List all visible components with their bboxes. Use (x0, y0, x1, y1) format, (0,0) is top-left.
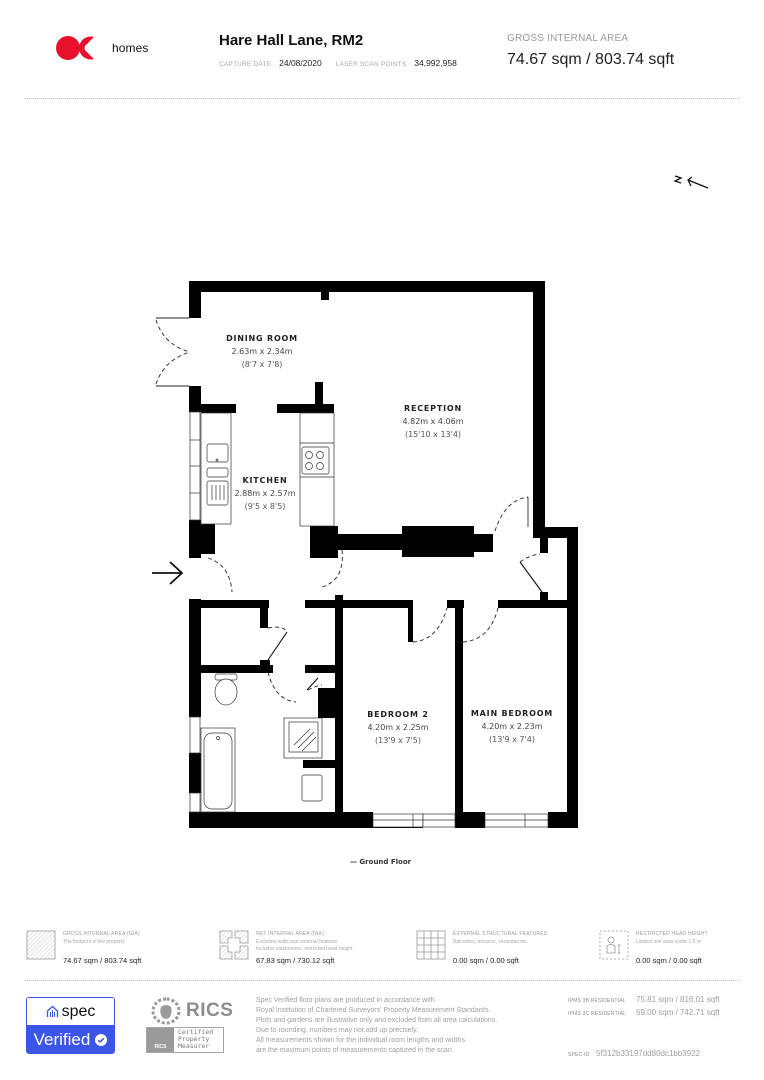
legend-value: 0.00 sqm / 0.00 sqft (453, 956, 519, 965)
capture-date-value: 24/08/2020 (279, 58, 322, 68)
spec-id: SPEC ID 5f312b33197dd80dc1bb3922 (568, 1049, 700, 1058)
spec-wordmark: spec (61, 1002, 96, 1020)
disclaimer-line: Spec Verified floor plans are produced i… (256, 997, 435, 1004)
grid-icon (416, 930, 446, 960)
disclaimer-line: Due to rounding, numbers may not add up … (256, 1027, 419, 1034)
kitchen-fixtures (200, 412, 335, 527)
room-main-bedroom: MAIN BEDROOM 4.20m x 2.23m (13'9 x 7'4) (471, 709, 553, 744)
spec-id-label: SPEC ID (568, 1052, 590, 1058)
property-address: Hare Hall Lane, RM2 (219, 32, 364, 49)
room-kitchen: KITCHEN 2.88m x 2.57m (9'5 x 8'5) (234, 476, 295, 511)
room-bedroom-2: BEDROOM 2 4.20m x 2.25m (13'9 x 7'5) (367, 710, 428, 745)
ipms-value: 69.00 sqm / 742.71 sqft (636, 1008, 720, 1017)
legend-title: NET INTERNAL AREA (NIA) (256, 931, 324, 937)
rics-wordmark: RICS (186, 1000, 234, 1021)
svg-text:KITCHEN: KITCHEN (243, 476, 288, 485)
room-dining: DINING ROOM 2.63m x 2.34m (8'7 x 7'8) (226, 334, 298, 369)
windows (189, 411, 549, 828)
disclaimer-text: Spec Verified floor plans are produced i… (256, 996, 497, 1056)
check-circle-icon (95, 1034, 108, 1046)
verified-label: Verified (33, 1030, 91, 1049)
spec-house-icon (46, 1005, 58, 1017)
svg-text:(13'9 x 7'4): (13'9 x 7'4) (489, 735, 535, 744)
legend-desc: Limited use area under 1.5 m (636, 939, 702, 945)
legend-desc: Includes washrooms, restricted head heig… (256, 945, 353, 952)
gia-value: 74.67 sqm / 803.74 sqft (507, 51, 675, 68)
svg-text:2.63m x 2.34m: 2.63m x 2.34m (231, 347, 292, 356)
scan-meta: CAPTURE DATE 24/08/2020 LASER SCAN POINT… (219, 58, 471, 68)
brand-name: homes (112, 41, 149, 55)
north-arrow-icon (673, 175, 709, 189)
legend-head-height: RESTRICTED HEAD HEIGHT Limited use area … (599, 930, 708, 965)
disclaimer-line: All measurements shown for the individua… (256, 1037, 465, 1044)
svg-text:4.20m x 2.25m: 4.20m x 2.25m (367, 723, 428, 732)
hatched-square-icon (26, 930, 56, 960)
svg-text:(13'9 x 7'5): (13'9 x 7'5) (375, 736, 421, 745)
laser-points-value: 34,992,958 (414, 58, 457, 68)
head-height-icon (599, 930, 629, 960)
ipms-3c: IPMS 3C RESIDENTIAL 69.00 sqm / 742.71 s… (568, 1008, 720, 1017)
bathroom-fixtures (200, 673, 323, 813)
svg-text:2.88m x 2.57m: 2.88m x 2.57m (234, 489, 295, 498)
rics-small-logo: RICS (147, 1028, 174, 1052)
ipms-label: IPMS 3B RESIDENTIAL (568, 998, 626, 1004)
doors (155, 317, 541, 703)
room-reception: RECEPTION 4.82m x 4.06m (15'10 x 13'4) (402, 404, 463, 439)
brand-logo: homes (56, 35, 149, 61)
legend-title: RESTRICTED HEAD HEIGHT (636, 931, 708, 937)
gia-title: GROSS INTERNAL AREA (507, 33, 629, 44)
legend-desc: The footprint of the property (63, 939, 125, 945)
rics-certified-badge: RICS Certified Property Measurer (146, 1027, 224, 1053)
svg-text:(9'5 x 8'5): (9'5 x 8'5) (245, 502, 286, 511)
cert-line: Property (178, 1035, 210, 1043)
cert-line: Certified (178, 1028, 214, 1036)
net-area-icon (219, 930, 249, 960)
header-divider (25, 98, 740, 99)
laser-points-label: LASER SCAN POINTS (335, 61, 407, 68)
entrance-arrow-icon (152, 561, 184, 585)
oc-logo-icon (56, 36, 94, 60)
header: homes Hare Hall Lane, RM2 CAPTURE DATE 2… (0, 0, 764, 100)
capture-date-label: CAPTURE DATE (219, 61, 272, 68)
ipms-value: 75.81 sqm / 816.01 sqft (636, 995, 720, 1004)
svg-text:DINING ROOM: DINING ROOM (226, 334, 298, 343)
svg-text:(8'7 x 7'8): (8'7 x 7'8) (242, 360, 283, 369)
legend-value: 74.67 sqm / 803.74 sqft (63, 956, 142, 965)
disclaimer-line: are the maximum points of measurements c… (256, 1047, 454, 1054)
footer-divider (25, 980, 740, 981)
svg-text:BEDROOM 2: BEDROOM 2 (367, 710, 428, 719)
legend-desc: Excludes walls and external features (256, 939, 338, 945)
disclaimer-line: Plots and gardens are illustrative only … (256, 1017, 498, 1024)
svg-text:RECEPTION: RECEPTION (404, 404, 462, 413)
room-labels: DINING ROOM 2.63m x 2.34m (8'7 x 7'8) RE… (226, 334, 553, 745)
svg-text:4.20m x 2.23m: 4.20m x 2.23m (481, 722, 542, 731)
disclaimer-line: Royal Institution of Chartered Surveyors… (256, 1007, 491, 1014)
cert-line: Measurer (178, 1042, 210, 1050)
legend-desc: Balconies, terraces, verandas etc. (453, 939, 529, 945)
svg-text:(15'10 x 13'4): (15'10 x 13'4) (405, 430, 461, 439)
spec-verified-badge: spec Verified (26, 997, 115, 1054)
legend-gia: GROSS INTERNAL AREA (GIA) The footprint … (26, 930, 141, 965)
floor-plan: DINING ROOM 2.63m x 2.34m (8'7 x 7'8) RE… (152, 175, 709, 828)
legend-value: 0.00 sqm / 0.00 sqft (636, 956, 702, 965)
legend-title: EXTERNAL STRUCTURAL FEATURES (453, 931, 548, 937)
legend-value: 67.83 sqm / 730.12 sqft (256, 956, 335, 965)
ipms-3b: IPMS 3B RESIDENTIAL 75.81 sqm / 816.01 s… (568, 995, 720, 1004)
ipms-label: IPMS 3C RESIDENTIAL (568, 1011, 626, 1017)
spec-id-value: 5f312b33197dd80dc1bb3922 (596, 1049, 701, 1058)
svg-text:MAIN BEDROOM: MAIN BEDROOM (471, 709, 553, 718)
walls (189, 281, 578, 828)
legend-external: EXTERNAL STRUCTURAL FEATURES Balconies, … (416, 930, 548, 965)
legend-nia: NET INTERNAL AREA (NIA) Excludes walls a… (219, 930, 353, 965)
floor-label: — Ground Floor (350, 858, 412, 866)
svg-text:4.82m x 4.06m: 4.82m x 4.06m (402, 417, 463, 426)
legend-title: GROSS INTERNAL AREA (GIA) (63, 931, 140, 937)
rics-lion-icon (151, 997, 181, 1025)
